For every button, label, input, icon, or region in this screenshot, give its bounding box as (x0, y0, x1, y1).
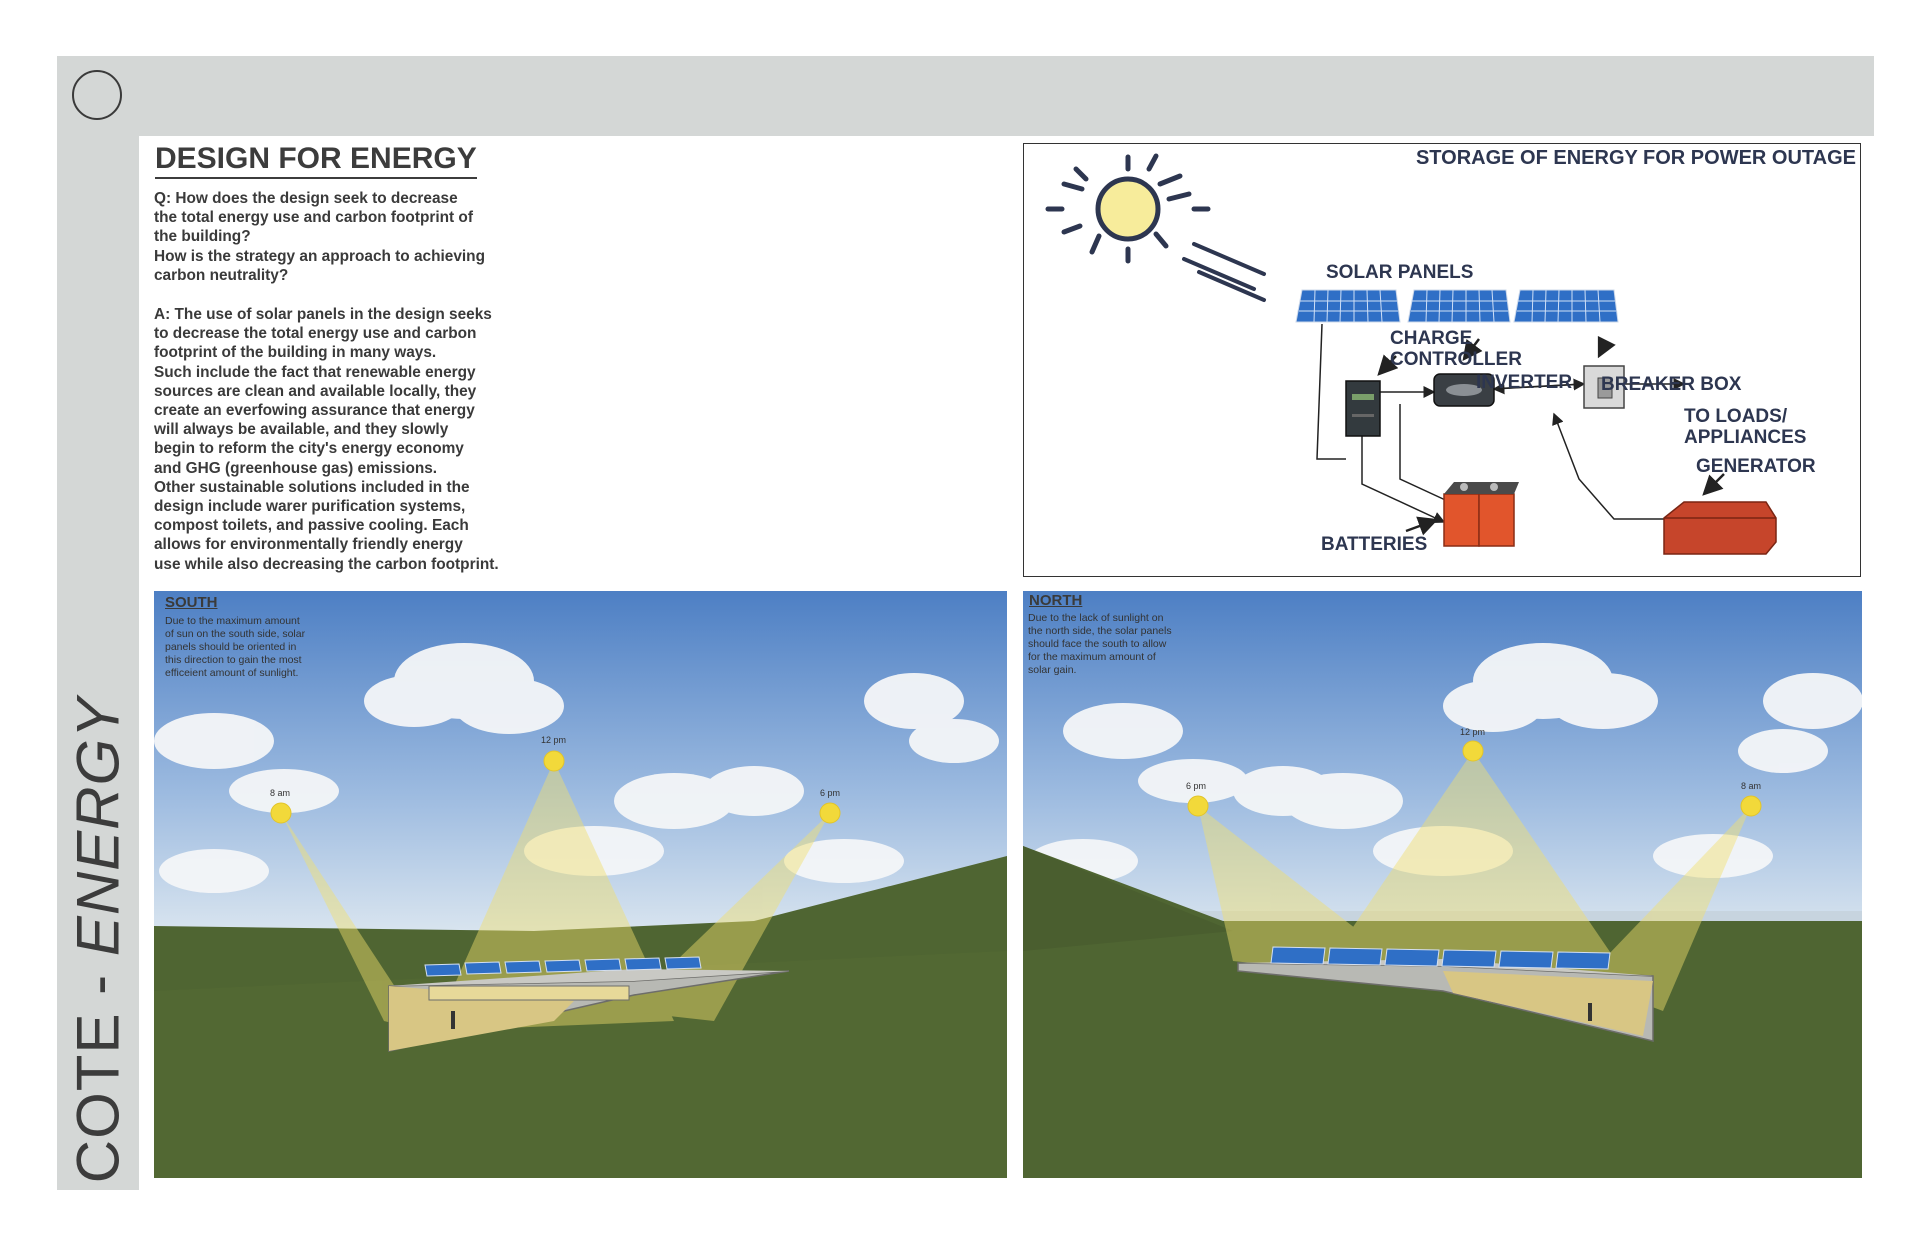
sidebar (57, 56, 139, 1190)
clouds (1028, 643, 1862, 883)
diagram-title: STORAGE OF ENERGY FOR POWER OUTAGE (1415, 147, 1856, 169)
south-title: SOUTH (165, 594, 218, 611)
header-bar (57, 56, 1874, 136)
time-label: 6 pm (820, 788, 841, 798)
sun-rays-icon (1182, 242, 1266, 302)
circle-icon (72, 70, 122, 120)
south-description: Due to the maximum amount of sun on the … (165, 615, 306, 679)
sun-6pm-icon (1187, 795, 1209, 817)
loads-label-2: APPLIANCES (1684, 427, 1807, 448)
generator-pointer (1702, 473, 1725, 496)
time-label: 12 pm (1460, 727, 1486, 737)
solar-panel-array (1295, 289, 1619, 323)
clouds (154, 643, 999, 893)
loads-label-1: TO LOADS/ (1684, 406, 1788, 427)
batteries-label: BATTERIES (1321, 534, 1428, 555)
sun-beams (1198, 751, 1751, 1011)
generator-icon (1663, 501, 1777, 555)
inverter-label: INVERTER (1476, 372, 1573, 393)
north-rendering: NORTH Due to the lack of sunlight on the… (1023, 591, 1862, 1178)
solar-panel (1295, 289, 1401, 323)
question-text: Q: How does the design seek to decrease … (154, 190, 485, 284)
solar-panel (1513, 289, 1619, 323)
diagram-graphics (1045, 153, 1777, 555)
north-description: Due to the lack of sunlight on the north… (1028, 612, 1172, 676)
south-scene (154, 591, 1007, 1178)
answer-text: A: The use of solar panels in the design… (154, 306, 499, 573)
generator-label: GENERATOR (1696, 456, 1816, 477)
south-rendering: SOUTH Due to the maximum amount of sun o… (154, 591, 1007, 1178)
charge-controller-label-2: CONTROLLER (1390, 349, 1522, 370)
time-label: 12 pm (541, 735, 567, 745)
breaker-box-pointer (1597, 335, 1616, 359)
sun-8am-icon (270, 802, 292, 824)
time-label: 6 pm (1186, 781, 1207, 791)
sun-8am-icon (1740, 795, 1762, 817)
north-solar-panels (1270, 946, 1611, 970)
batteries-icon (1443, 482, 1519, 547)
sidebar-title-part2: ENERGY (64, 696, 132, 957)
sun-12pm-icon (1462, 740, 1484, 762)
time-label: 8 am (1741, 781, 1762, 791)
solar-panels-label: SOLAR PANELS (1326, 262, 1474, 283)
charge-controller-icon (1345, 380, 1381, 437)
charge-controller-label-1: CHARGE (1390, 328, 1473, 349)
sidebar-title-part1: COTE - (64, 956, 132, 1184)
breaker-box-label: BREAKER BOX (1601, 374, 1742, 395)
sun-6pm-icon (819, 802, 841, 824)
sun-12pm-icon (543, 750, 565, 772)
sidebar-title: COTE - ENERGY (64, 697, 133, 1183)
breaker-box-icon (1583, 365, 1625, 409)
south-solar-panels (424, 956, 702, 977)
page-title: DESIGN FOR ENERGY (155, 142, 477, 179)
charge-controller-pointer (1377, 354, 1399, 376)
sun-icon (1045, 153, 1211, 264)
batteries-pointer (1405, 516, 1439, 536)
north-title: NORTH (1029, 592, 1083, 609)
inverter-icon (1433, 373, 1495, 407)
north-scene (1023, 591, 1862, 1178)
inverter-pointer (1462, 338, 1483, 361)
energy-storage-diagram: STORAGE OF ENERGY FOR POWER OUTAGE SOLAR… (1023, 143, 1861, 577)
south-building (388, 969, 790, 1052)
time-label: 8 am (270, 788, 291, 798)
solar-panel (1407, 289, 1511, 323)
wiring (1316, 323, 1686, 524)
